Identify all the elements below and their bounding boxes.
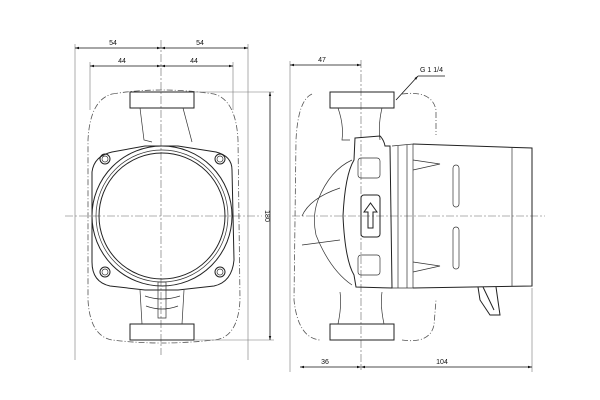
bracket-tab-bottom: [357, 254, 381, 276]
thread-leader-line: [395, 75, 419, 101]
side-bottom-flange: [329, 323, 395, 341]
dim-flange-offset: 47: [318, 57, 326, 64]
cable-clip: [477, 286, 501, 316]
bottom-flange: [129, 323, 195, 341]
front-dimensions: 54 54 44 44 180: [74, 40, 274, 360]
inlet-neck: [139, 107, 193, 143]
dim-flange-width-right: 44: [190, 58, 198, 65]
outlet-neck: [139, 281, 185, 325]
thread-label: G 1 1/4: [420, 67, 443, 74]
dim-overall-width-right: 54: [196, 40, 204, 47]
volute-lines: [301, 187, 341, 246]
side-top-flange: [329, 91, 395, 109]
motor-flange: [391, 143, 414, 289]
housing-ring-inner: [98, 152, 226, 280]
motor-body: [412, 143, 533, 289]
side-outline-envelope: [293, 92, 437, 342]
front-view: [65, 40, 262, 355]
bolt-holes: [99, 153, 226, 278]
housing-ring-outer: [91, 145, 233, 287]
side-dimensions: 47 G 1 1/4 36 104: [289, 57, 533, 372]
front-outline-envelope: [87, 89, 241, 344]
flow-direction-box: [360, 194, 381, 238]
pump-head-bracket: [342, 135, 393, 289]
volute-curve: [314, 159, 353, 286]
dim-flange-width-left: 44: [118, 58, 126, 65]
bracket-tab-top: [357, 157, 381, 179]
motor-slot-bottom: [452, 226, 460, 270]
dim-bottom-right: 104: [436, 359, 448, 366]
side-view: [292, 60, 545, 370]
motor-slot-top: [452, 164, 460, 208]
dim-bottom-left: 36: [321, 359, 329, 366]
flow-arrow-icon: [363, 202, 378, 229]
side-necks: [337, 107, 385, 325]
cooling-fins: [412, 159, 441, 273]
top-flange: [129, 91, 195, 109]
dim-height: 180: [263, 210, 270, 222]
dim-overall-width-left: 54: [109, 40, 117, 47]
pump-housing: [91, 145, 235, 291]
